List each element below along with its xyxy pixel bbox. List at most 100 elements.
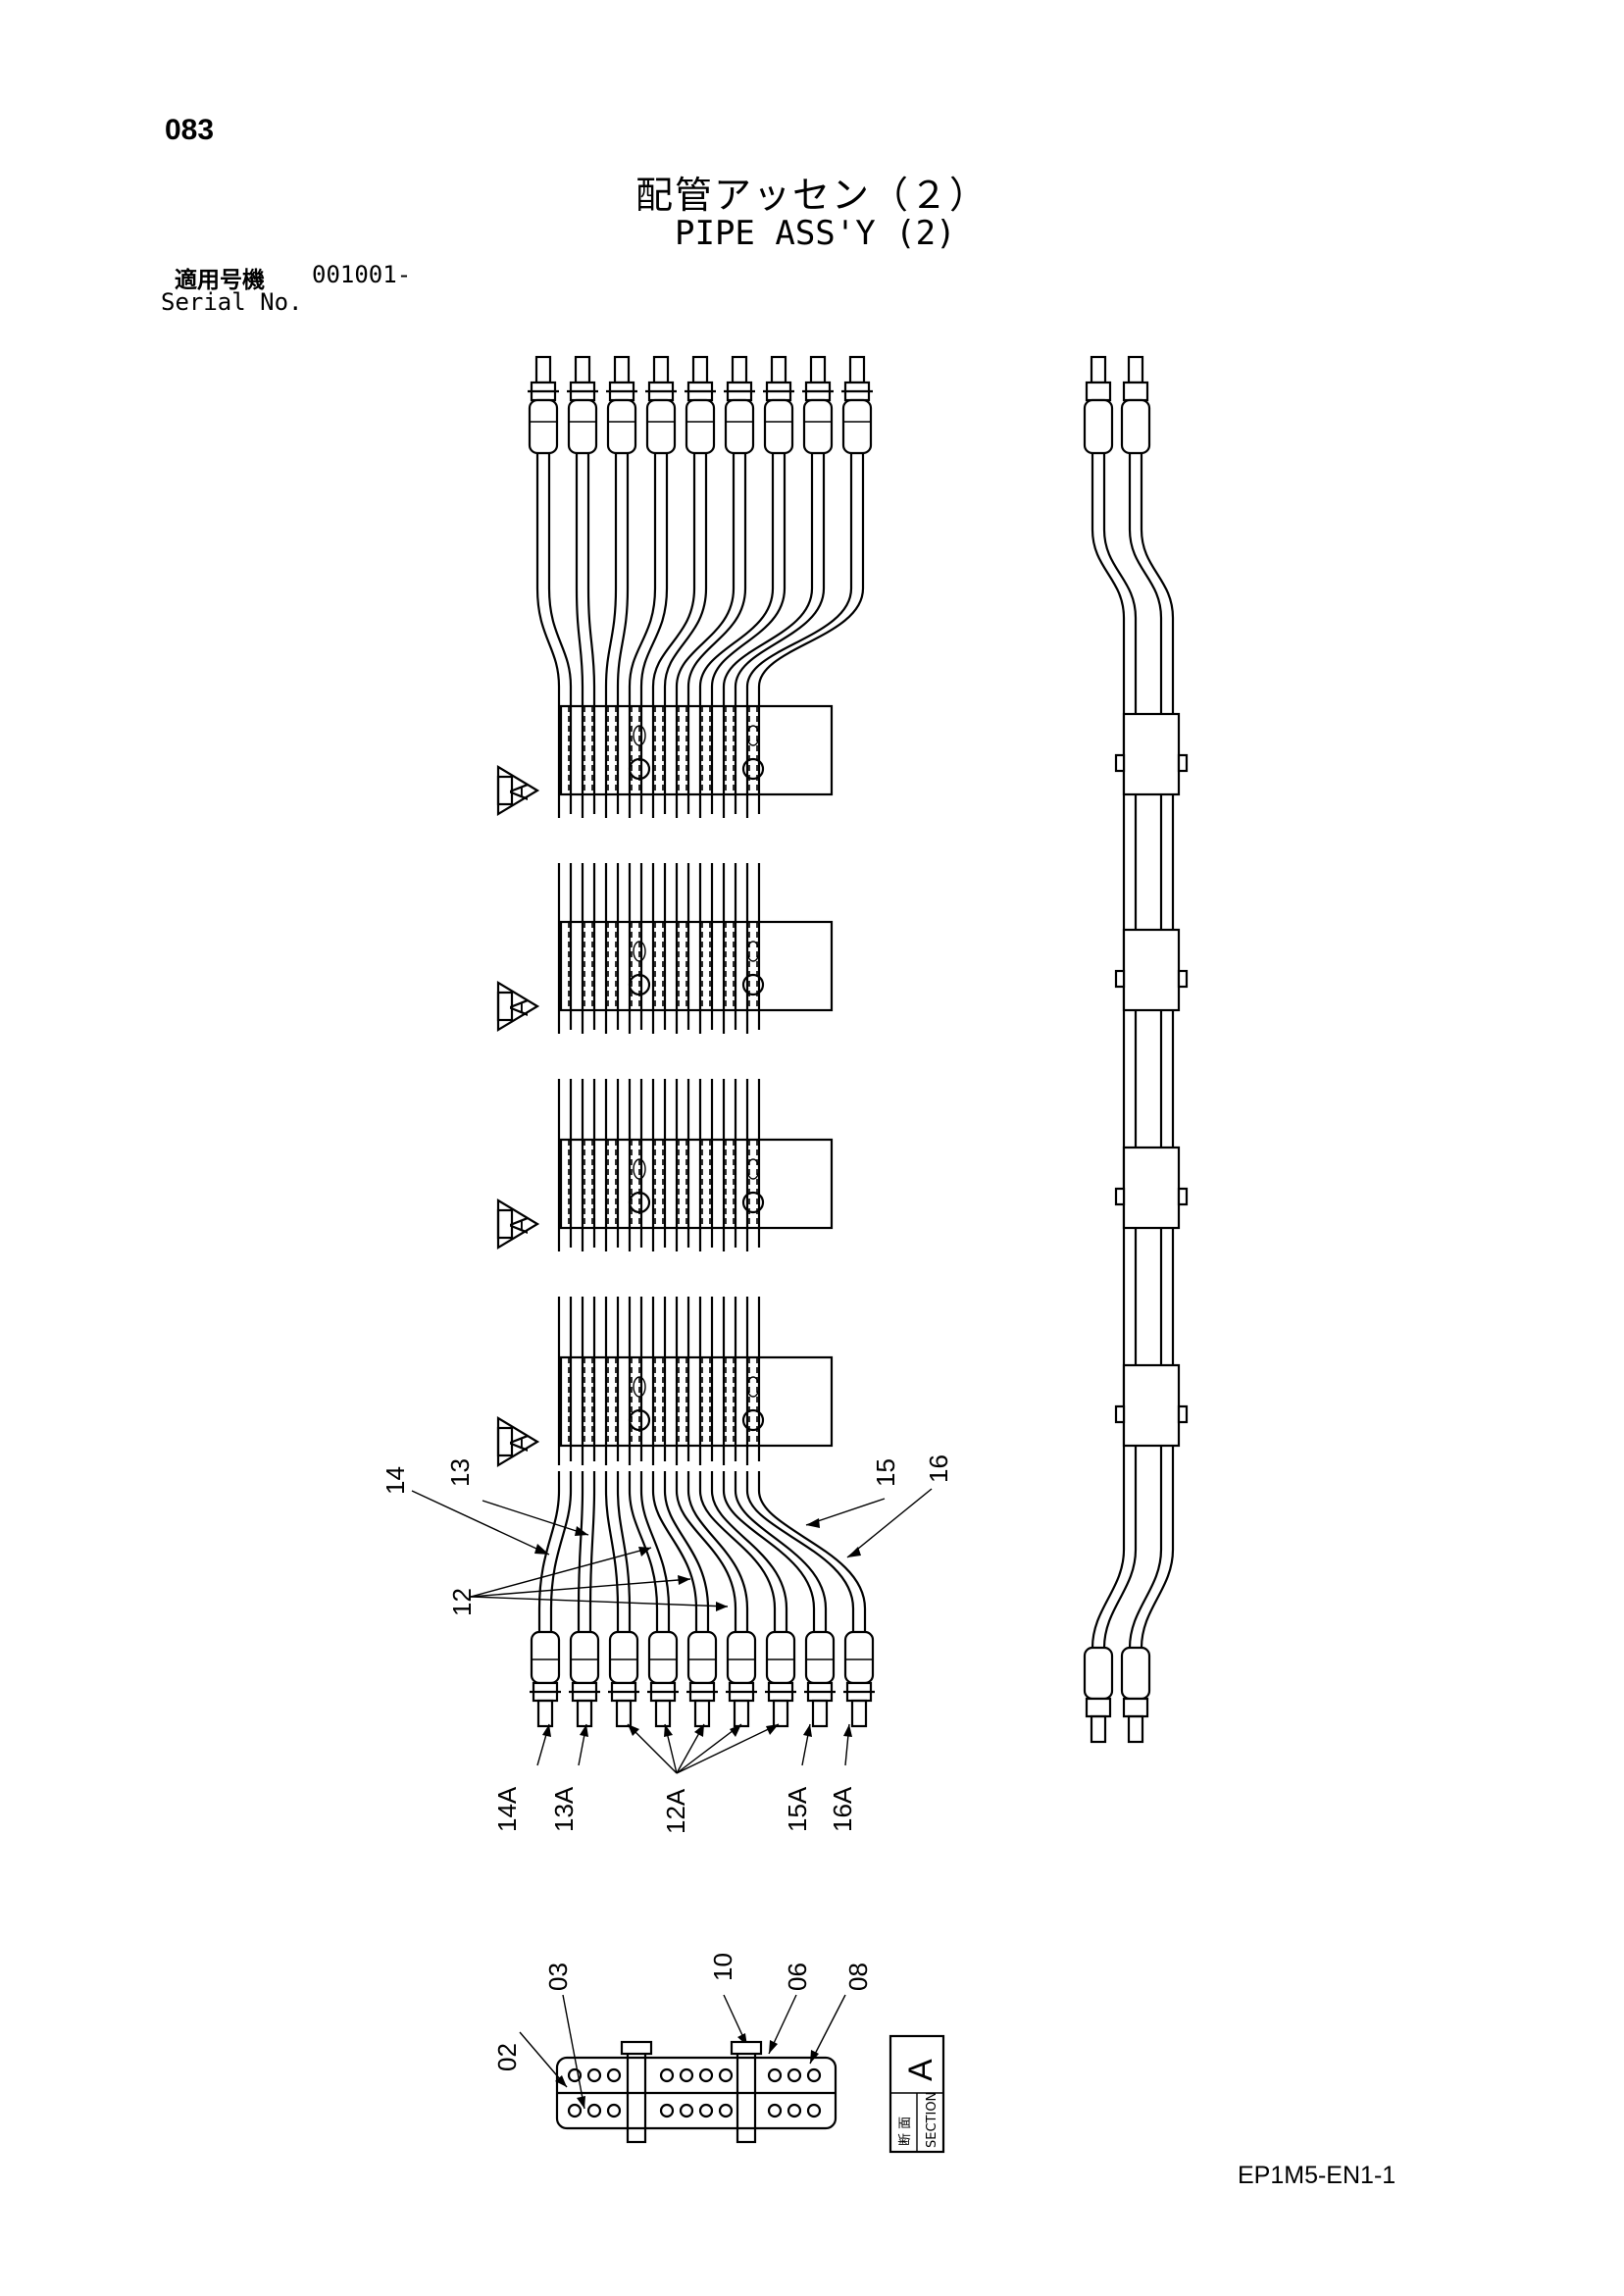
clamp-bolt — [628, 1408, 651, 1432]
side-bottom-tip — [1090, 1714, 1107, 1744]
bottom-fittings — [530, 1630, 875, 1728]
clamp-bolt — [628, 1191, 651, 1214]
top-fitting-body — [763, 398, 794, 455]
bottom-fitting-body — [569, 1630, 600, 1685]
callout-13: 13 — [445, 1458, 475, 1487]
pipe-gap — [581, 1461, 596, 1471]
part-callouts: 14 13 15 16 12 14A 13A 12A 15A 16A 02 03… — [381, 1454, 953, 2071]
serial-label-english: Serial No. — [161, 288, 303, 316]
section-hole — [567, 2067, 583, 2083]
side-pipe-edge — [1102, 453, 1138, 1649]
view-marker-letter: A — [504, 1434, 533, 1452]
section-hole — [787, 2067, 802, 2083]
side-clamp-block — [1122, 1363, 1181, 1448]
bottom-fitting-tip — [850, 1699, 868, 1728]
pipe-gap — [651, 1461, 667, 1471]
bottom-fitting-tip — [615, 1699, 633, 1728]
serial-label-japanese: 適用号機 — [175, 268, 265, 293]
pipe-gap — [722, 1030, 737, 1079]
side-top-nut — [1085, 381, 1112, 402]
pipe-edge — [639, 453, 671, 1632]
top-fitting-tip — [809, 355, 827, 384]
section-hole — [767, 2103, 783, 2118]
side-clamp-bolt-left — [1114, 1404, 1126, 1424]
pipe-gap — [581, 1248, 596, 1297]
callout-03: 03 — [543, 1963, 573, 1991]
clamp-blocks — [559, 704, 834, 1448]
top-fitting-tip — [534, 355, 552, 384]
pipe-edge — [745, 453, 855, 1632]
section-hole — [787, 2103, 802, 2118]
side-top-body — [1120, 398, 1151, 455]
callout-02: 02 — [492, 2043, 522, 2071]
section-hole — [606, 2103, 622, 2118]
clamp-slot — [746, 941, 760, 962]
callout-15: 15 — [871, 1458, 900, 1487]
callout-13A: 13A — [549, 1786, 579, 1832]
side-pipe-edge — [1091, 453, 1126, 1649]
side-clamp-bolt-right — [1177, 753, 1189, 773]
clamp-slot — [633, 1376, 646, 1398]
pipe-gap — [722, 814, 737, 863]
serial-number-value: 001001- — [312, 261, 412, 288]
pipe-gap — [745, 814, 761, 863]
side-clamp-bolt-right — [1177, 969, 1189, 989]
bottom-fitting-body — [647, 1630, 679, 1685]
page-number: 083 — [165, 114, 215, 146]
side-top-tip — [1090, 355, 1107, 384]
top-fitting-tip — [691, 355, 709, 384]
pipe-gap — [745, 1248, 761, 1297]
page-title-japanese: 配管アッセン（２） — [635, 174, 990, 217]
bottom-fitting-body — [726, 1630, 757, 1685]
side-clamp-bolt-right — [1177, 1404, 1189, 1424]
section-hole — [767, 2067, 783, 2083]
section-hole — [606, 2067, 622, 2083]
pipe-gap — [557, 1461, 573, 1471]
side-top-tip — [1127, 355, 1144, 384]
top-fitting-tip — [652, 355, 670, 384]
top-fitting-body — [802, 398, 834, 455]
bottom-fitting-body — [608, 1630, 639, 1685]
pipe-edge — [575, 453, 584, 1632]
pipe-gap — [745, 1461, 761, 1471]
top-fitting-tip — [574, 355, 591, 384]
bottom-fitting-body — [765, 1630, 796, 1685]
clamp-slot — [633, 1158, 646, 1180]
pipe-edge — [651, 453, 698, 1632]
side-top-body — [1083, 398, 1114, 455]
top-fitting-body — [841, 398, 873, 455]
section-letter: A — [902, 2059, 939, 2081]
clamp-bolt — [741, 973, 765, 996]
pipe-gap — [675, 814, 690, 863]
side-clamp-bolt-left — [1114, 1187, 1126, 1206]
callout-12: 12 — [447, 1588, 477, 1616]
pipe-gap — [745, 1030, 761, 1079]
callout-08: 08 — [843, 1963, 873, 1991]
section-hole — [718, 2067, 734, 2083]
callout-16A: 16A — [828, 1786, 857, 1832]
pipe-gap — [698, 814, 714, 863]
top-fitting-body — [645, 398, 677, 455]
section-hole — [586, 2067, 602, 2083]
pipe-edge — [616, 453, 632, 1632]
pipe-edge — [547, 453, 573, 1632]
view-marker-box — [496, 1208, 514, 1240]
callout-12A: 12A — [661, 1788, 690, 1834]
pipe-gap — [557, 1030, 573, 1079]
pipe-edge — [722, 453, 816, 1632]
clamp-slot — [633, 941, 646, 962]
pipe-gap — [722, 1248, 737, 1297]
pipe-gap — [581, 814, 596, 863]
side-clamp-block — [1122, 712, 1181, 796]
section-hole — [698, 2067, 714, 2083]
pipe-gap — [604, 1461, 620, 1471]
leader-lines — [411, 1488, 933, 2110]
section-hole — [806, 2067, 822, 2083]
view-marker: A — [496, 1199, 540, 1250]
clamp-block — [559, 1355, 834, 1448]
view-marker-box — [496, 991, 514, 1022]
document-code: EP1M5-EN1-1 — [1238, 2162, 1396, 2189]
side-pipe-edge — [1128, 453, 1163, 1649]
pipe-gap — [722, 1461, 737, 1471]
clamp-bolt — [741, 757, 765, 781]
